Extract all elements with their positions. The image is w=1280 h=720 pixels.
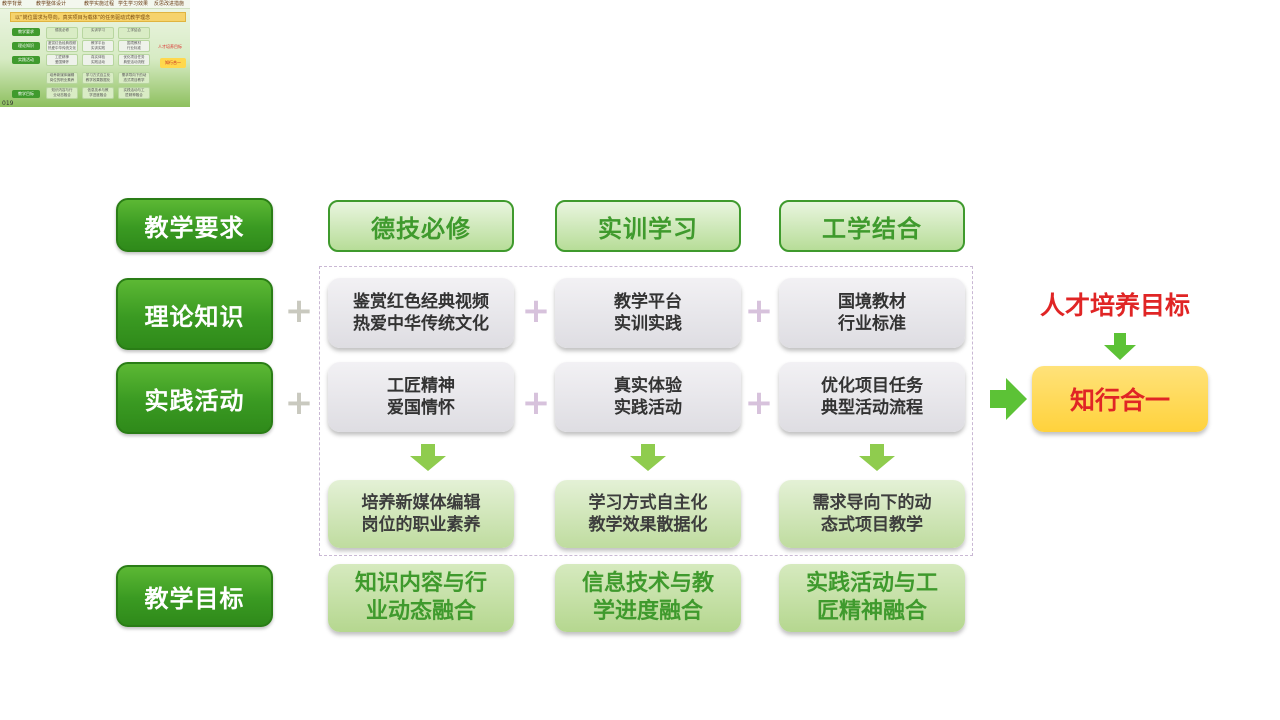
thumbnail-cell: 工匠精神 爱国情怀 (46, 54, 78, 66)
goal-item: 实践活动与工 匠精神融合 (779, 564, 965, 632)
plus-sign: + (521, 291, 551, 331)
thumbnail-cell: 真实体验 实践活动 (82, 54, 114, 66)
practice-item: 工匠精神 爱国情怀 (328, 362, 514, 432)
row-label-practice: 实践活动 (116, 362, 273, 434)
thumbnail-cell: 教学平台 实训实践 (82, 40, 114, 52)
theory-item: 教学平台 实训实践 (555, 278, 741, 348)
thumbnail-cell: 实训学习 (82, 27, 114, 39)
plus-sign: + (744, 383, 774, 423)
requirement-box: 工学结合 (779, 200, 965, 252)
practice-item: 优化项目任务 典型活动流程 (779, 362, 965, 432)
thumbnail-cell: 知识内容与行 业动态融合 (46, 87, 78, 99)
dashed-group-frame (319, 266, 973, 556)
thumbnail-cell: 德技必修 (46, 27, 78, 39)
thumbnail-tab-bar: 教学背景 教学整体设计 教学实施过程 学生学习效果 反思改进措施 (0, 0, 190, 9)
thumbnail-cell: 培养新媒体编辑 岗位的职业素养 (46, 72, 78, 84)
thumbnail-target-title: 人才培养目标 (158, 44, 182, 49)
thumbnail-banner: 以“岗位需求为导向，真实项目为载体”的任务驱动式教学理念 (10, 12, 186, 22)
thumbnail-row-label: 理论知识 (12, 42, 40, 50)
requirement-box: 实训学习 (555, 200, 741, 252)
down-arrow-icon (859, 444, 895, 471)
thumbnail-final-goal: 知行合一 (160, 58, 186, 68)
thumbnail-row-label: 教学要求 (12, 28, 40, 36)
outcome-item: 培养新媒体编辑 岗位的职业素养 (328, 480, 514, 548)
down-arrow-icon (410, 444, 446, 471)
thumbnail-tab: 教学实施过程 (84, 1, 115, 7)
plus-sign: + (521, 383, 551, 423)
goal-item: 信息技术与教 学进度融合 (555, 564, 741, 632)
plus-sign: + (284, 291, 314, 331)
thumbnail-cell: 国境教材 行业标准 (118, 40, 150, 52)
thumbnail-row-label: 实践活动 (12, 56, 40, 64)
practice-item: 真实体验 实践活动 (555, 362, 741, 432)
thumbnail-cell: 信息技术与教 学进度融合 (82, 87, 114, 99)
thumbnail-tab: 教学整体设计 (36, 1, 67, 7)
outcome-item: 需求导向下的动 态式项目教学 (779, 480, 965, 548)
thumbnail-cell: 优化项目任务 典型活动流程 (118, 54, 150, 66)
theory-item: 鉴赏红色经典视频 热爱中华传统文化 (328, 278, 514, 348)
theory-item: 国境教材 行业标准 (779, 278, 965, 348)
thumbnail-cell: 实践活动与工 匠精神融合 (118, 87, 150, 99)
thumbnail-cell: 需求导向下的动 态式项目教学 (118, 72, 150, 84)
slide-thumbnail[interactable]: 教学背景 教学整体设计 教学实施过程 学生学习效果 反思改进措施 以“岗位需求为… (0, 0, 190, 107)
plus-sign: + (284, 383, 314, 423)
talent-target-title: 人才培养目标 (1039, 291, 1190, 320)
thumbnail-row-label: 教学目标 (12, 90, 40, 98)
outcome-item: 学习方式自主化 教学效果散据化 (555, 480, 741, 548)
thumbnail-cell: 学习方式自主化 教学效果数据化 (82, 72, 114, 84)
thumbnail-tab: 教学背景 (2, 1, 23, 7)
down-arrow-icon (1104, 333, 1136, 360)
goal-item: 知识内容与行 业动态融合 (328, 564, 514, 632)
thumbnail-page-number: 019 (2, 100, 14, 107)
row-label-teaching-goal: 教学目标 (116, 565, 273, 627)
thumbnail-cell: 工学结合 (118, 27, 150, 39)
final-goal-box: 知行合一 (1032, 366, 1208, 432)
thumbnail-cell: 鉴赏红色经典视频 热爱中华传统文化 (46, 40, 78, 52)
right-arrow-icon (990, 378, 1027, 420)
down-arrow-icon (630, 444, 666, 471)
thumbnail-tab: 学生学习效果 (118, 1, 149, 7)
row-label-theory: 理论知识 (116, 278, 273, 350)
plus-sign: + (744, 291, 774, 331)
requirement-box: 德技必修 (328, 200, 514, 252)
thumbnail-tab: 反思改进措施 (154, 1, 185, 7)
row-label-teaching-requirement: 教学要求 (116, 198, 273, 252)
